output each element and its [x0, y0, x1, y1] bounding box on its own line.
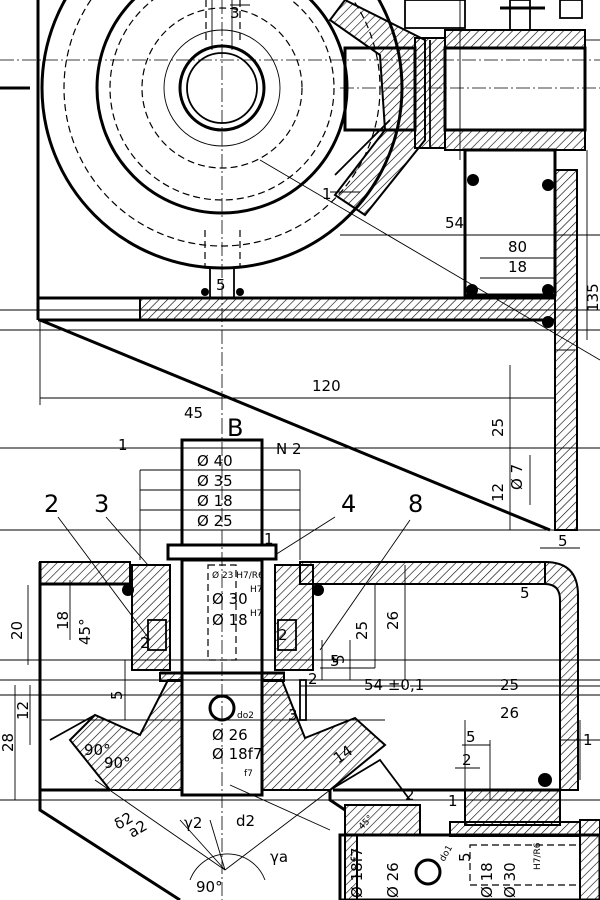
label-d80: 80	[508, 238, 527, 256]
base-plate	[139, 297, 556, 321]
bushing-right	[274, 564, 314, 671]
middle-section	[0, 159, 600, 549]
label-d5b: 5	[558, 532, 568, 550]
label-d90c: 90°	[196, 878, 223, 896]
label-phi30: Ø 30	[212, 590, 248, 608]
label-n2: N 2	[276, 440, 302, 458]
label-ga: γa	[270, 848, 288, 866]
label-d5: 5	[216, 276, 226, 294]
label-phi7: Ø 7	[508, 464, 526, 490]
label-d1c: 1	[264, 530, 274, 548]
label-d120: 120	[312, 377, 341, 395]
label-d2a: 2	[140, 634, 150, 652]
label-part3: 3	[94, 490, 109, 518]
label-d1e: 1	[448, 792, 458, 810]
label-d2e: 2	[405, 786, 415, 804]
label-d2b: 2	[278, 626, 288, 644]
label-phi25: Ø 25	[197, 512, 233, 530]
bottom-assembly	[0, 420, 600, 900]
label-phi18b: Ø 18	[478, 862, 496, 898]
label-d1a: 1	[322, 185, 332, 203]
label-phi40: Ø 40	[197, 452, 233, 470]
label-phi26a: Ø 26	[212, 726, 248, 744]
top-view	[0, 0, 600, 531]
label-d18b: 18	[54, 611, 72, 630]
label-d90a: 90°	[84, 741, 111, 759]
label-d12b: 12	[14, 701, 32, 720]
label-d135: 135	[584, 283, 600, 312]
label-phi30b: Ø 30	[501, 862, 519, 898]
label-d3b: 3	[288, 706, 298, 724]
label-do1: do1	[438, 844, 455, 864]
label-f7: f7	[244, 769, 253, 779]
label-part4: 4	[341, 490, 356, 518]
label-d5d: 5	[330, 652, 340, 670]
label-phi26b: Ø 26	[384, 862, 402, 898]
label-d5g: 5	[466, 728, 476, 746]
label-d5i: 5	[456, 852, 474, 862]
label-h7r6: H7/R6	[533, 842, 543, 870]
label-tol1: Ø 23 H7/R6	[212, 570, 264, 581]
label-d25c: 25	[500, 676, 519, 694]
label-d1b: 1	[118, 436, 128, 454]
label-phi18f: Ø 18f7	[212, 745, 263, 763]
label-gd2: d2	[236, 812, 255, 830]
label-phi18f7b: Ø 18f7	[348, 848, 366, 899]
label-d28: 28	[0, 733, 17, 752]
label-d45deg: 45°	[76, 618, 94, 645]
label-phi18a: Ø 18	[197, 492, 233, 510]
label-d26a: 26	[384, 611, 402, 630]
label-d5h: 5	[520, 584, 530, 602]
label-d90b: 90°	[104, 754, 131, 772]
label-d45: 45	[184, 404, 203, 422]
label-d12a: 12	[489, 483, 507, 502]
label-g2: γ2	[184, 814, 202, 832]
label-phi18h7: Ø 18	[212, 611, 248, 629]
label-do2: do2	[237, 711, 254, 721]
label-d25a: 25	[489, 418, 507, 437]
label-d3: 3	[230, 4, 240, 22]
label-view-b: B	[227, 414, 243, 442]
label-d5e: 5	[330, 654, 348, 664]
label-h7: H7	[250, 585, 263, 595]
label-d2d: 2	[462, 751, 472, 769]
bevel-gear	[68, 679, 183, 791]
label-d25b: 25	[353, 621, 371, 640]
label-d5f: 5	[108, 690, 126, 700]
label-d18a: 18	[508, 258, 527, 276]
label-h7b: H7	[250, 609, 263, 619]
label-d54a: 54	[445, 214, 464, 232]
label-part2: 2	[44, 490, 59, 518]
bushing-left	[131, 564, 171, 671]
label-phi35: Ø 35	[197, 472, 233, 490]
label-d26b: 26	[500, 704, 519, 722]
label-part8: 8	[408, 490, 423, 518]
label-d2c: 2	[308, 670, 318, 688]
diagonal-edge	[39, 318, 551, 532]
label-d20: 20	[8, 621, 26, 640]
label-d1d: 1	[583, 731, 593, 749]
label-d54b: 54 ±0,1	[364, 676, 424, 694]
